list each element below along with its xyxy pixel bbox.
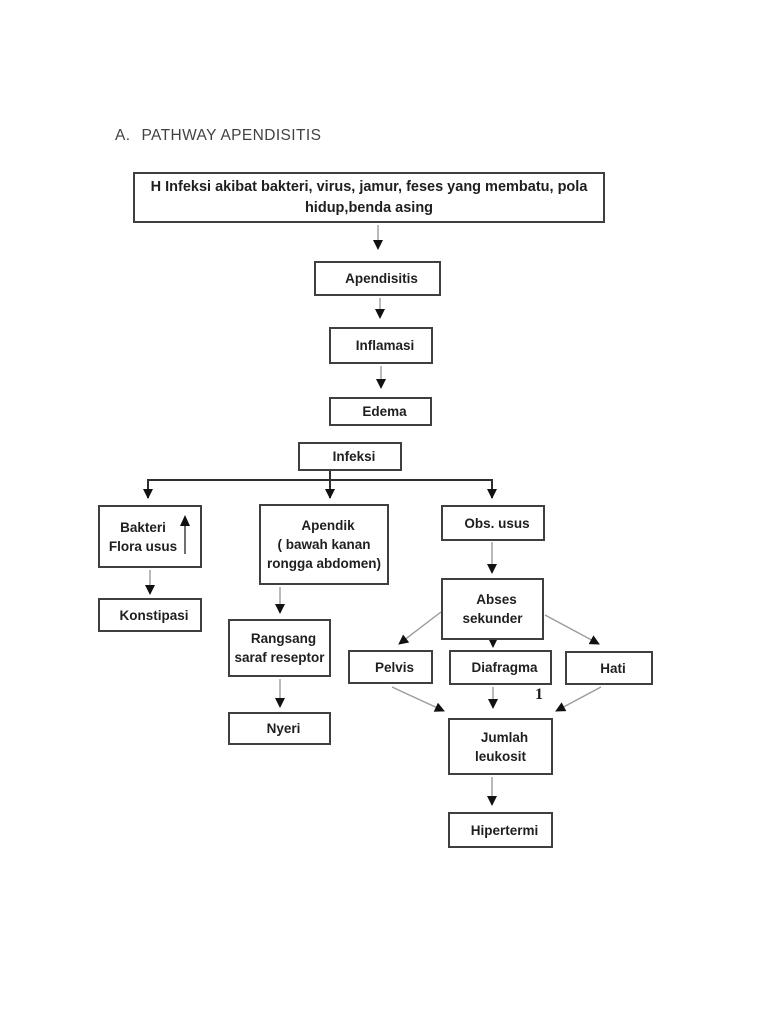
node-apendik: Apendik ( bawah kanan rongga abdomen) <box>259 504 389 585</box>
page-title-text: PATHWAY APENDISITIS <box>141 127 322 144</box>
node-edema-label: Edema <box>362 404 407 419</box>
page-title: A. PATHWAY APENDISITIS <box>115 127 321 145</box>
node-obs-usus: Obs. usus <box>441 505 545 541</box>
arrow-pelvis-to-jumlah <box>391 686 445 712</box>
arrow-hati-to-jumlah <box>555 686 602 712</box>
node-diafragma-label: Diafragma <box>471 660 538 675</box>
node-cause: H Infeksi akibat bakteri, virus, jamur, … <box>133 172 605 223</box>
node-bakteri-flora-usus: Bakteri Flora usus <box>98 505 202 568</box>
arrow-abses-to-hati <box>544 614 600 645</box>
node-infeksi-label: Infeksi <box>332 449 376 464</box>
increase-arrow-icon <box>180 515 190 554</box>
node-pelvis-label: Pelvis <box>374 659 415 675</box>
node-apendisitis: Apendisitis <box>314 261 441 296</box>
node-hipertermi: Hipertermi <box>448 812 553 848</box>
node-nyeri-label: Nyeri <box>266 721 301 736</box>
node-nyeri: Nyeri <box>228 712 331 745</box>
node-konstipasi-label: Konstipasi <box>119 607 189 623</box>
node-rangsang-saraf-reseptor: Rangsang saraf reseptor <box>228 619 331 677</box>
node-abses-sekunder: Abses sekunder <box>441 578 544 640</box>
node-apendisitis-label: Apendisitis <box>345 271 418 286</box>
node-inflamasi: Inflamasi <box>329 327 433 364</box>
annotation-number-1: 1 <box>535 686 543 703</box>
node-edema: Edema <box>329 397 432 426</box>
node-pelvis: Pelvis <box>348 650 433 684</box>
node-apendik-label: Apendik ( bawah kanan rongga abdomen) <box>267 518 381 571</box>
node-hati-label: Hati <box>600 660 626 676</box>
node-infeksi: Infeksi <box>298 442 402 471</box>
node-konstipasi: Konstipasi <box>98 598 202 632</box>
page-title-prefix: A. <box>115 127 131 144</box>
node-jumlah-leukosit: Jumlah leukosit <box>448 718 553 775</box>
node-hipertermi-label: Hipertermi <box>470 822 539 838</box>
node-rangsang-label: Rangsang saraf reseptor <box>234 631 325 665</box>
arrow-abses-to-pelvis <box>398 611 442 645</box>
node-cause-label: H Infeksi akibat bakteri, virus, jamur, … <box>150 178 588 216</box>
node-hati: Hati <box>565 651 653 685</box>
node-abses-label: Abses sekunder <box>462 592 523 626</box>
node-bakteri-label: Bakteri Flora usus <box>108 519 178 554</box>
node-diafragma: Diafragma <box>449 650 552 685</box>
node-inflamasi-label: Inflamasi <box>355 338 415 353</box>
node-obs-usus-label: Obs. usus <box>464 515 530 531</box>
node-jumlah-label: Jumlah leukosit <box>474 729 529 764</box>
